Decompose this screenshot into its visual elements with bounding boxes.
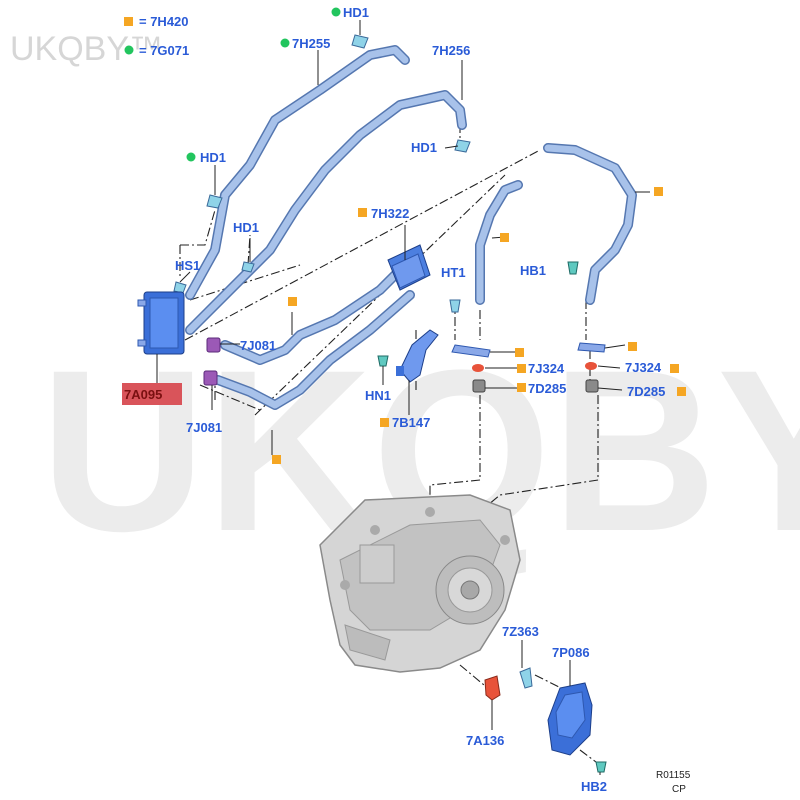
clip-hb2: [595, 761, 607, 773]
label-highlight: [122, 383, 182, 405]
legend-text-7h420: = 7H420: [139, 14, 189, 29]
label-7b147: 7B147: [392, 415, 430, 430]
ref-code: R01155: [656, 770, 691, 781]
watermark-small: UKQBY™: [10, 30, 163, 68]
bracket-right: [577, 342, 606, 353]
label-7d285-b: 7D285: [627, 384, 665, 399]
label-hn1: HN1: [365, 388, 391, 403]
label-7a136: 7A136: [466, 733, 504, 748]
clip-ht1: [449, 299, 461, 313]
label-7h256: 7H256: [432, 43, 470, 58]
label-hd1-top: HD1: [343, 5, 369, 20]
label-7j081-b: 7J081: [186, 420, 222, 435]
legend-orange-square: [124, 17, 133, 26]
legend-text-7g071: = 7G071: [139, 43, 189, 58]
label-ht1: HT1: [441, 265, 466, 280]
fitting-7j081-a: [206, 337, 221, 353]
label-7h322: 7H322: [371, 206, 409, 221]
connector-7d285-b: [585, 379, 599, 393]
clip-hn1: [377, 355, 389, 367]
filter-7h322: [387, 244, 431, 291]
leader-lines: [156, 20, 650, 775]
markers: [186, 7, 686, 464]
seal-7j324-b: [585, 362, 597, 370]
ref-cp: CP: [672, 784, 686, 795]
seal-7j324-a: [472, 364, 484, 372]
label-hd1-right: HD1: [411, 140, 437, 155]
connector-7d285-a: [472, 379, 486, 393]
label-7j324-a: 7J324: [528, 361, 565, 376]
legend-green-dot: [124, 45, 134, 55]
label-7j324-b: 7J324: [625, 360, 662, 375]
clip-7z363: [519, 667, 533, 689]
label-7d285-a: 7D285: [528, 381, 566, 396]
bracket-7b147: [396, 329, 439, 383]
label-hd1-left: HD1: [200, 150, 226, 165]
transmission-case: [319, 494, 521, 673]
clip-hd1-left: [206, 194, 223, 209]
hose-7h256: [185, 90, 467, 335]
label-7h255: 7H255: [292, 36, 330, 51]
hose-7h255: [185, 45, 410, 300]
label-hd1-mid: HD1: [233, 220, 259, 235]
clip-hs1: [173, 281, 187, 294]
hose-lower: [213, 265, 415, 410]
bracket-left: [451, 344, 491, 358]
label-7z363: 7Z363: [502, 624, 539, 639]
pump-7p086: [547, 682, 593, 756]
clip-hd1-top: [351, 34, 369, 49]
label-7j081-a: 7J081: [240, 338, 276, 353]
label-7p086: 7P086: [552, 645, 590, 660]
clip-hb1: [567, 261, 579, 275]
cooler-7a095: [137, 291, 185, 355]
sensor-7a136: [484, 675, 501, 701]
label-hb1: HB1: [520, 263, 546, 278]
label-hb2: HB2: [581, 779, 607, 794]
label-hs1: HS1: [175, 258, 200, 273]
clip-hd1-mid: [241, 261, 255, 273]
tube-ht1: [475, 180, 523, 305]
fitting-7j081-b: [203, 370, 218, 386]
label-7a095: 7A095: [124, 387, 162, 402]
tube-hb1: [543, 143, 637, 305]
